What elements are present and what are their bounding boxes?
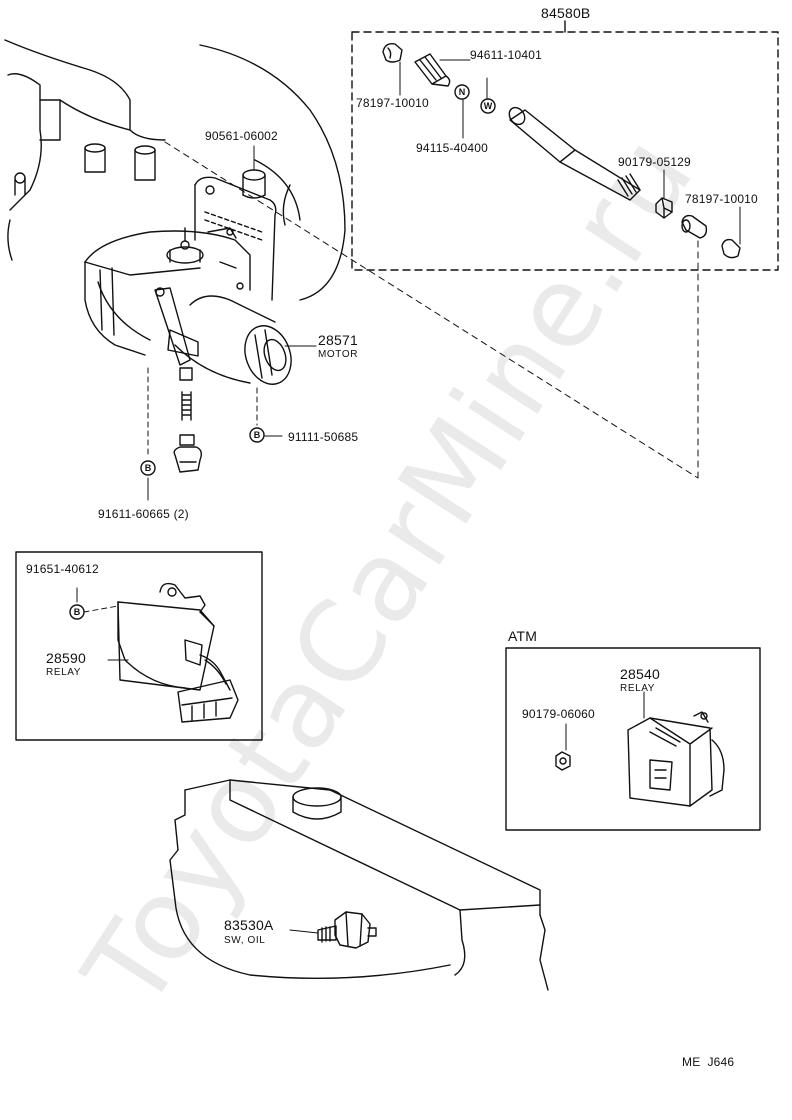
kit-rod-drawing bbox=[508, 106, 641, 201]
atm-box-title: ATM bbox=[508, 628, 538, 644]
atm-nut-drawing bbox=[555, 751, 571, 771]
motor-connector-drawing bbox=[173, 367, 203, 473]
guide-lines-dashed bbox=[164, 141, 699, 479]
radiator-drawing bbox=[169, 779, 549, 991]
motor-leaders bbox=[147, 435, 283, 501]
kit-nut-part-number: 90179-05129 bbox=[618, 155, 691, 169]
oil-switch-name: SW, OIL bbox=[224, 935, 266, 946]
marker-b-label: B bbox=[74, 607, 81, 617]
relay-bolt-part-number: 91651-40612 bbox=[26, 562, 99, 576]
kit-pin-part-number: 94611-10401 bbox=[470, 48, 543, 62]
relay-box-leaders bbox=[76, 587, 129, 661]
engine-bracket-drawing bbox=[4, 39, 166, 261]
kit-box-outline bbox=[351, 31, 779, 271]
motor-connector-bolt-part-number: 91611-60665 (2) bbox=[98, 507, 189, 521]
motor-collar-drawing bbox=[242, 145, 266, 199]
relay-part-number: 28590 bbox=[46, 650, 86, 666]
marker-w-label: W bbox=[484, 101, 493, 111]
footer-code: ME J646 bbox=[682, 1055, 735, 1069]
marker-b-icon bbox=[140, 460, 156, 476]
marker-b-icon bbox=[249, 427, 265, 443]
kit-boot-right-drawing bbox=[721, 238, 741, 259]
relay-name: RELAY bbox=[46, 667, 82, 678]
motor-bolt-part-number: 91111-50685 bbox=[288, 430, 359, 444]
marker-b-label: B bbox=[145, 463, 152, 473]
kit-washer-part-number: 94115-40400 bbox=[416, 141, 489, 155]
marker-n-icon bbox=[454, 84, 470, 100]
kit-pin-drawing bbox=[414, 53, 451, 87]
marker-n-label: N bbox=[459, 87, 466, 97]
oil-switch-part-number: 83530A bbox=[224, 917, 274, 933]
motor-dashed-lines bbox=[147, 367, 258, 456]
motor-bracket-drawing bbox=[194, 176, 277, 301]
oil-switch-drawing bbox=[289, 911, 377, 949]
relay-box-outline bbox=[15, 551, 263, 741]
motor-body-drawing bbox=[174, 295, 317, 385]
relay-28540-drawing bbox=[627, 711, 725, 807]
kit-nut-drawing bbox=[655, 197, 673, 219]
motor-gearbox-drawing bbox=[84, 227, 251, 356]
kit-joint-drawing bbox=[681, 214, 708, 239]
marker-b-label: B bbox=[254, 430, 261, 440]
kit-boot-left-part-number: 78197-10010 bbox=[356, 96, 429, 110]
motor-name: MOTOR bbox=[318, 349, 359, 360]
motor-part-number: 28571 bbox=[318, 332, 358, 348]
motor-collar-part-number: 90561-06002 bbox=[205, 129, 278, 143]
atm-relay-part-number: 28540 bbox=[620, 666, 660, 682]
atm-nut-part-number: 90179-06060 bbox=[522, 707, 595, 721]
kit-boot-left-drawing bbox=[382, 42, 403, 63]
kit-number-label: 84580B bbox=[541, 5, 591, 21]
marker-w-icon bbox=[480, 98, 496, 114]
atm-leaders bbox=[565, 691, 645, 751]
motor-arm-drawing bbox=[154, 287, 199, 366]
atm-relay-name: RELAY bbox=[620, 683, 656, 694]
kit-leader-lines bbox=[399, 59, 741, 245]
engine-outline-drawing bbox=[199, 44, 346, 301]
marker-b-icon bbox=[69, 604, 85, 620]
atm-box-outline bbox=[505, 647, 761, 831]
kit-boot-right-part-number: 78197-10010 bbox=[685, 192, 758, 206]
relay-28590-drawing bbox=[117, 582, 239, 723]
